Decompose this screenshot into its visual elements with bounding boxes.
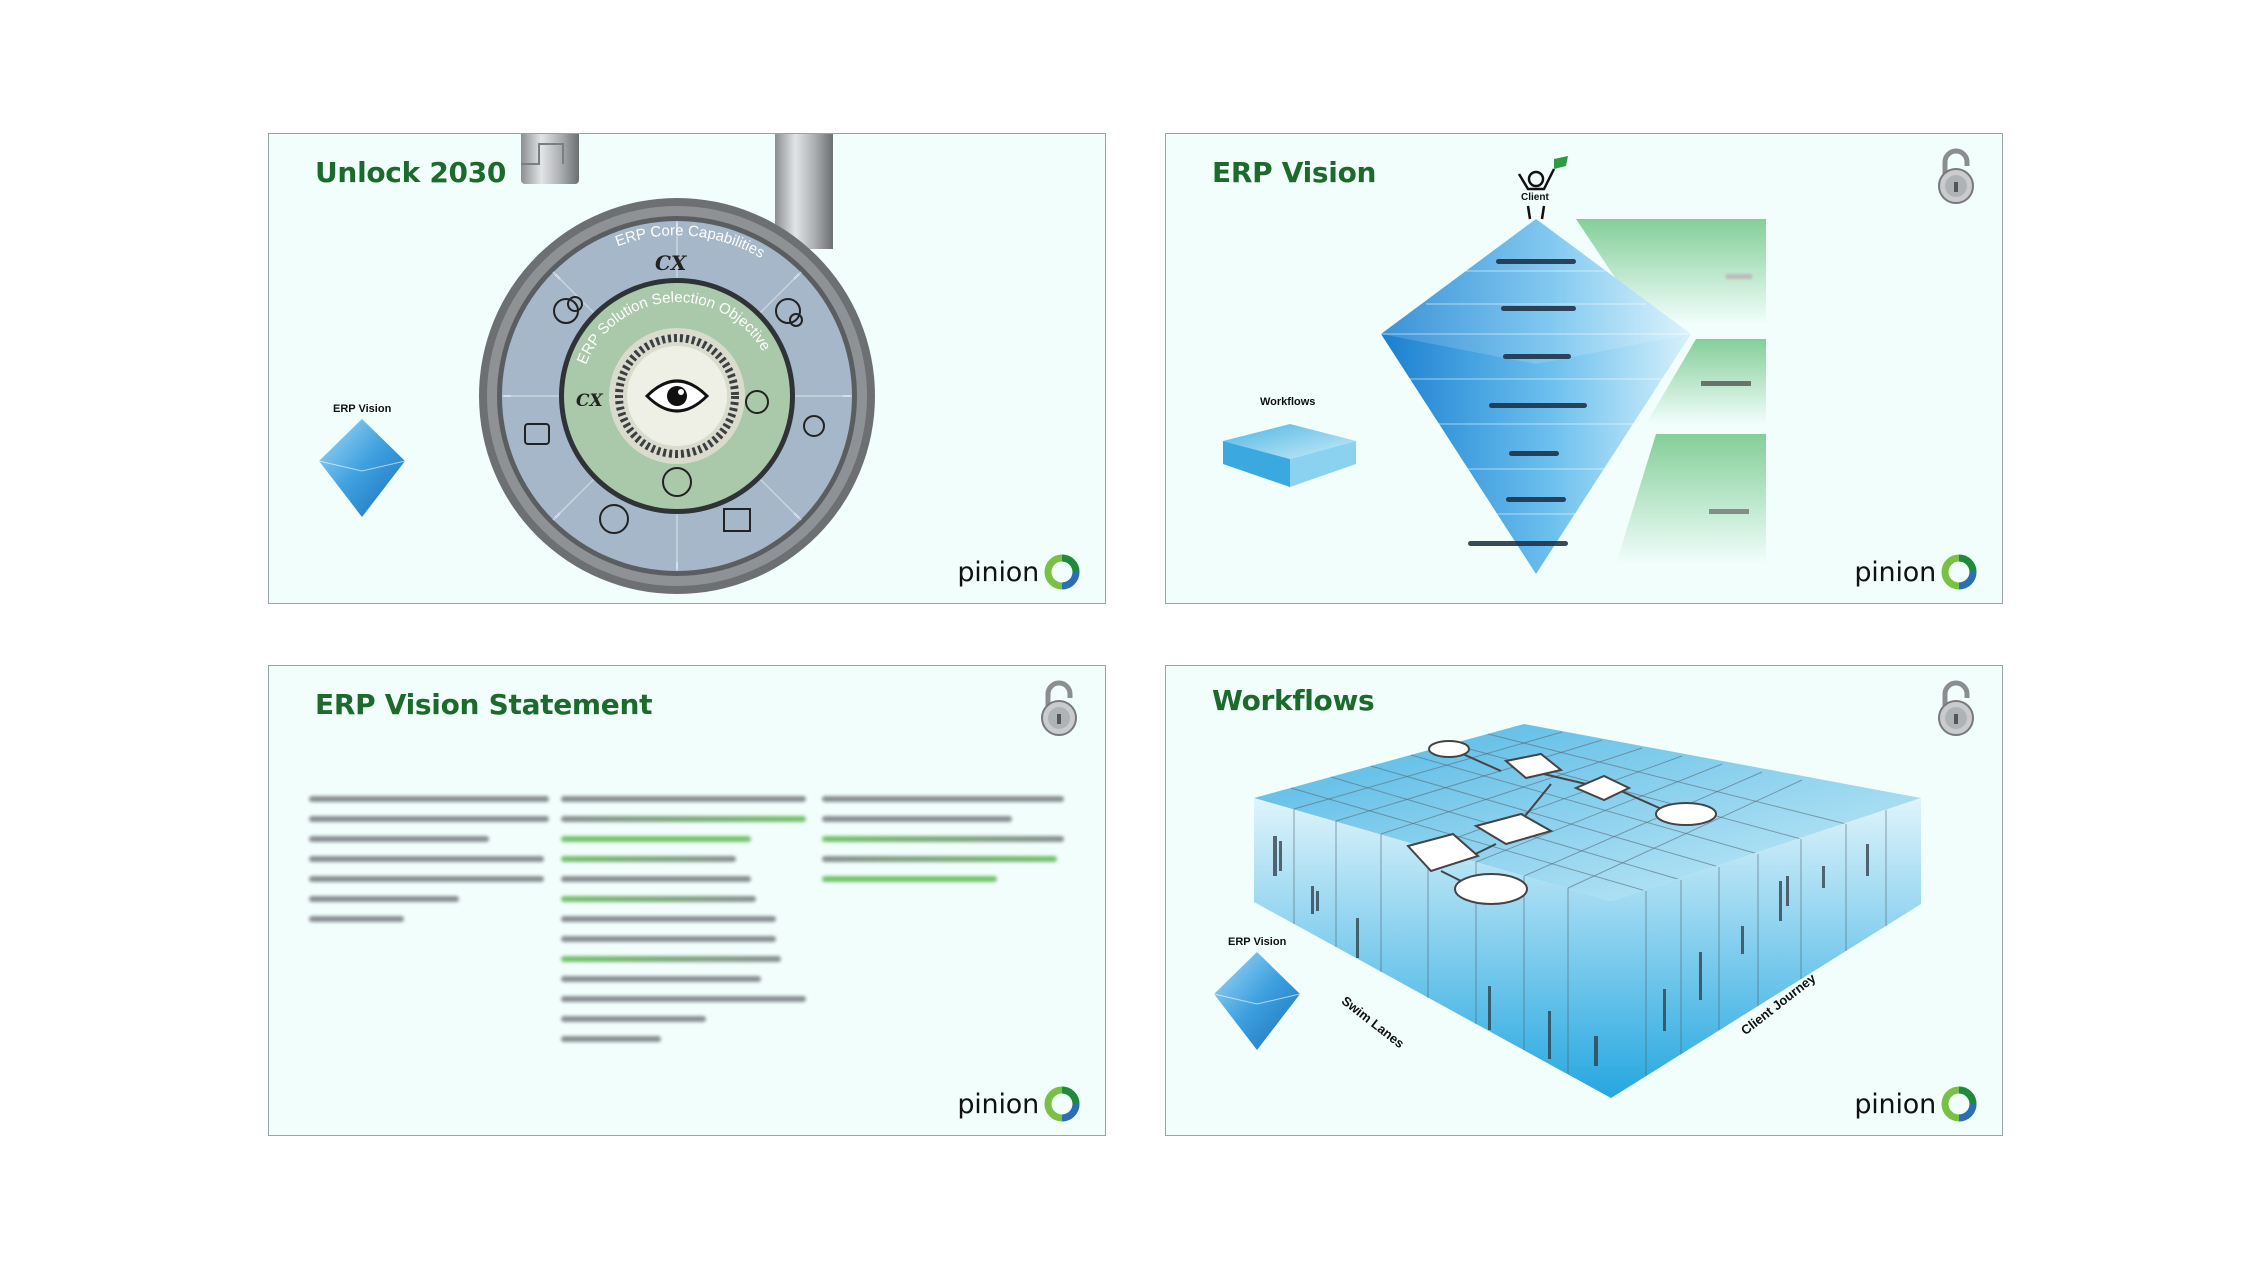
pinion-ring-icon <box>1941 1086 1977 1122</box>
unlocked-padlock-icon[interactable] <box>1936 146 1976 206</box>
pinion-logo: pinion <box>1854 553 1978 591</box>
logo-text: pinion <box>957 556 1039 588</box>
green-level-panels <box>1576 219 1766 564</box>
diamond-gem-icon <box>1213 952 1301 1050</box>
logo-text: pinion <box>957 1088 1039 1120</box>
slide-workflows[interactable]: Workflows <box>1165 665 2003 1136</box>
pinion-ring-icon <box>1044 1086 1080 1122</box>
slide-title: Unlock 2030 <box>315 156 507 189</box>
logo-text: pinion <box>1854 1088 1936 1120</box>
slide-erp-vision[interactable]: ERP Vision <box>1165 133 2003 604</box>
workflow-swimlane-box-diagram <box>1254 724 1921 1098</box>
client-label: Client <box>1521 192 1549 203</box>
outer-ring-label: ERP Core Capabilities <box>613 222 768 262</box>
workflows-cube-icon <box>1223 424 1356 487</box>
pinion-logo: pinion <box>957 553 1081 591</box>
slide-title: ERP Vision Statement <box>315 688 653 721</box>
pinion-ring-icon <box>1044 554 1080 590</box>
diamond-gem-icon <box>318 419 406 517</box>
slide-unlock-2030[interactable]: ERP Core Capabilities ERP Solution Selec… <box>268 133 1106 604</box>
pinion-ring-icon <box>1941 554 1977 590</box>
erp-vision-label: ERP Vision <box>333 403 392 415</box>
unlocked-padlock-icon[interactable] <box>1039 678 1079 738</box>
workflows-label: Workflows <box>1260 396 1316 408</box>
pinion-logo: pinion <box>1854 1085 1978 1123</box>
ring-labels: ERP Core Capabilities ERP Solution Selec… <box>269 134 774 367</box>
erp-vision-cone-diagram <box>1381 156 1691 574</box>
slide-title: ERP Vision <box>1212 156 1377 189</box>
cx-left-label: CX <box>576 391 603 411</box>
pinion-logo: pinion <box>957 1085 1081 1123</box>
logo-text: pinion <box>1854 556 1936 588</box>
erp-vision-label: ERP Vision <box>1228 936 1287 948</box>
slide-erp-vision-statement[interactable]: ERP Vision Statement <box>268 665 1106 1136</box>
padlock-dial-diagram <box>479 134 875 594</box>
unlocked-padlock-icon[interactable] <box>1936 678 1976 738</box>
cx-top-label: CX <box>655 251 687 275</box>
slide-title: Workflows <box>1212 684 1375 717</box>
